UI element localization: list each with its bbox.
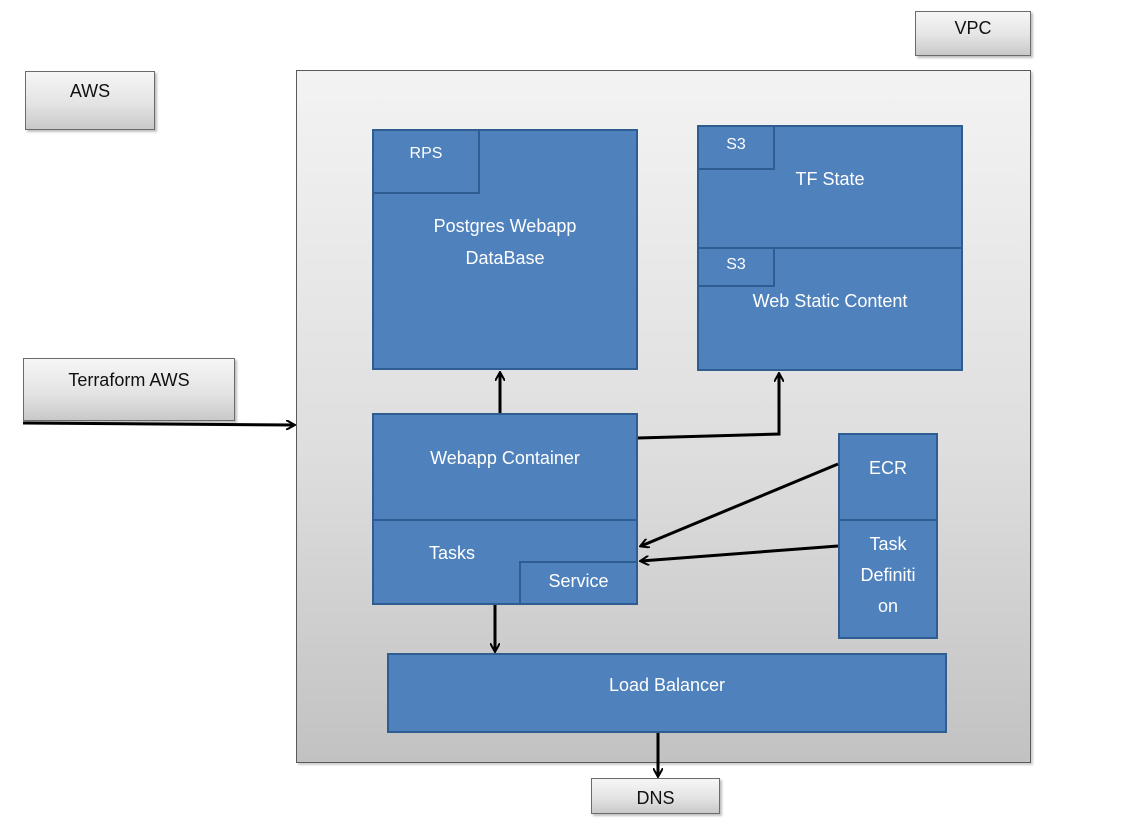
aws-label: AWS (69, 81, 111, 101)
task-definition-line1: Task (869, 534, 907, 554)
rps-tag: RPS (372, 129, 480, 194)
database-name-line2: DataBase (465, 248, 545, 268)
arrow-ecr-to-tasks (641, 462, 839, 546)
ecr-box: ECR (838, 433, 938, 522)
database-name-line1: Postgres Webapp (433, 216, 577, 236)
aws-label-box: AWS (25, 71, 155, 130)
dns-box: DNS (591, 778, 720, 814)
dns-label: DNS (636, 788, 675, 808)
tasks-label: Tasks (429, 543, 476, 563)
rps-label: RPS (409, 145, 443, 162)
ecr-label: ECR (868, 458, 907, 478)
web-static-content-label: Web Static Content (752, 291, 908, 311)
s3-tf-label: S3 (726, 136, 746, 153)
load-balancer-label: Load Balancer (608, 675, 726, 695)
service-box: Service (519, 561, 638, 605)
terraform-aws-label: Terraform AWS (68, 370, 190, 390)
tf-state-label: TF State (795, 169, 865, 189)
s3-web-label: S3 (726, 256, 746, 273)
task-definition-line2: Definiti (860, 565, 916, 585)
s3-tag-tf-state: S3 (697, 125, 775, 170)
vpc-label: VPC (954, 18, 992, 38)
terraform-aws-box: Terraform AWS (23, 358, 235, 421)
webapp-container-label: Webapp Container (430, 448, 580, 468)
task-definition-box: Task Definiti on (838, 519, 938, 639)
vpc-label-box: VPC (915, 11, 1031, 56)
load-balancer-box: Load Balancer (387, 653, 947, 733)
arrow-task-definition-to-tasks (641, 544, 839, 561)
task-definition-line3: on (877, 596, 899, 616)
arrow-webapp-to-web-static (637, 374, 779, 440)
arrow-terraform-to-vpc (22, 423, 294, 425)
webapp-container-box: Webapp Container (372, 413, 638, 522)
service-label: Service (548, 571, 609, 591)
s3-tag-web-static: S3 (697, 247, 775, 287)
